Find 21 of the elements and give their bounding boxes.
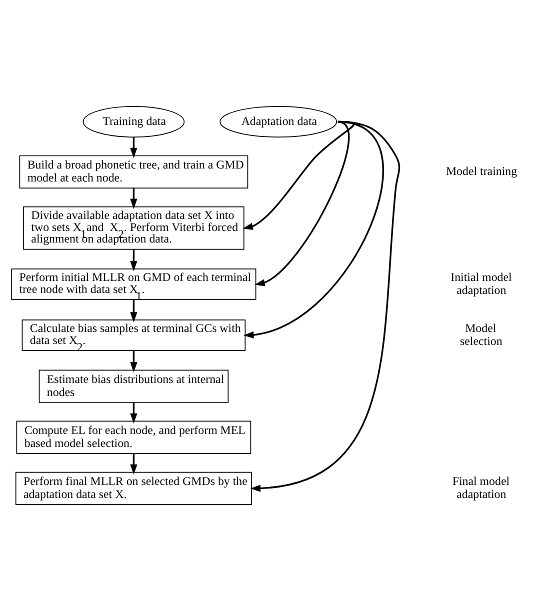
arrow xyxy=(242,120,354,230)
arrow xyxy=(250,120,400,492)
node-box: Estimate bias distributions at internal nodes xyxy=(38,369,229,402)
label: Model training xyxy=(446,164,518,178)
arrow xyxy=(254,120,350,286)
arrow xyxy=(130,136,138,158)
label: Final model adaptation xyxy=(452,474,510,500)
label: Initial model adaptation xyxy=(450,269,512,296)
label: Model selection xyxy=(460,320,502,348)
arrow xyxy=(130,299,138,322)
arrow xyxy=(130,188,138,208)
node-box: Compute EL for each node, and perform MEL based model selection. xyxy=(16,420,252,454)
arrow xyxy=(243,120,384,338)
arrow xyxy=(130,350,138,372)
arrow xyxy=(130,402,138,424)
node-box: Perform final MLLR on selected GMDs by the adaptation data set X. xyxy=(15,471,252,505)
arrow xyxy=(130,249,138,271)
node-box: Build a broad phonetic tree, and train a GMD model at each node. xyxy=(19,154,248,188)
arrow xyxy=(130,453,138,474)
node-ellipse: Training data xyxy=(82,105,185,137)
node-ellipse: Adaptation data xyxy=(220,105,338,137)
